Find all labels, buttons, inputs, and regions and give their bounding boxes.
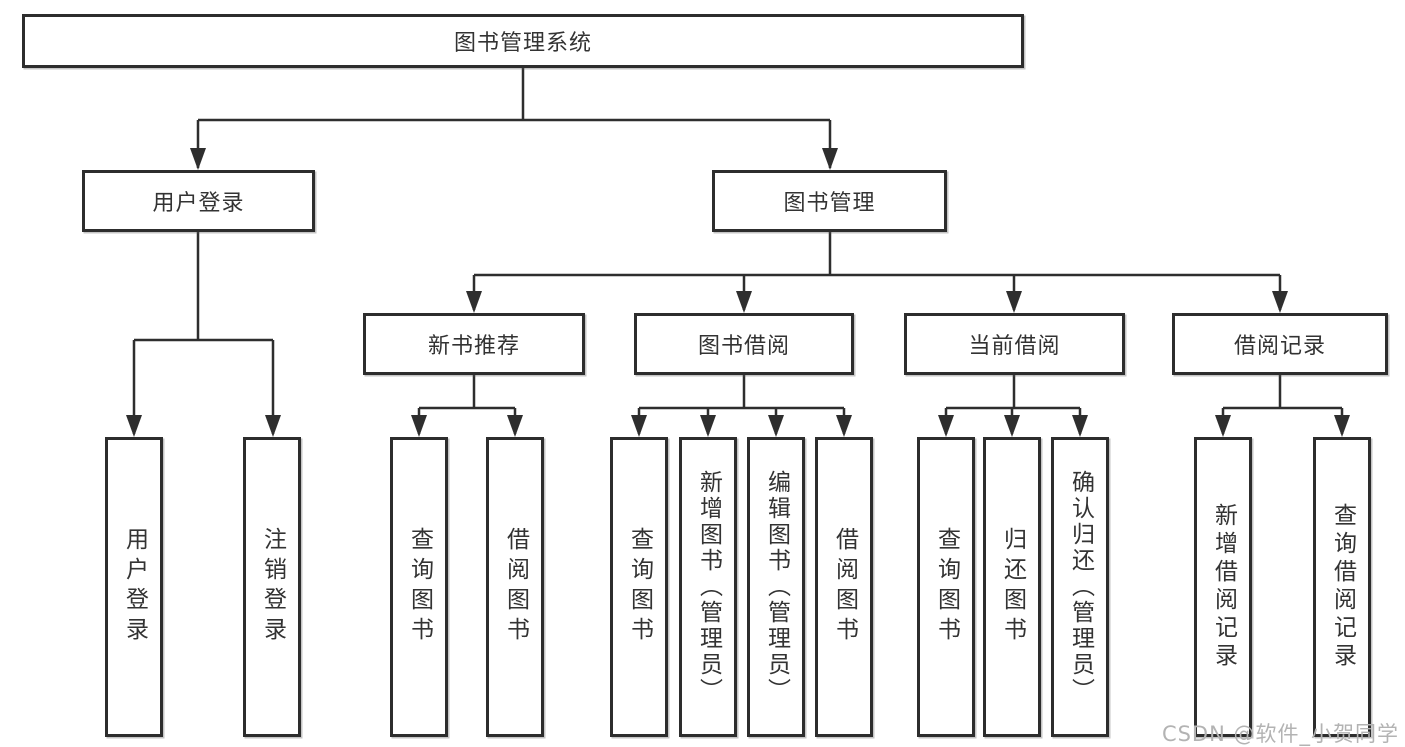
leaf-user-login-label: 用户登录 (121, 527, 148, 647)
node-root: 图书管理系统 (22, 14, 1024, 68)
node-book-management-label: 图书管理 (783, 191, 876, 216)
leaf-query-books-current: 查询图书 (917, 437, 975, 737)
arrowhead (507, 415, 523, 437)
arrowhead (736, 291, 752, 313)
arrowhead (466, 291, 482, 313)
arrowhead (265, 415, 281, 437)
leaf-confirm-return-admin-label: 确认归还（管理员） (1067, 470, 1094, 704)
leaf-query-books-borrowing: 查询图书 (610, 437, 668, 737)
arrowhead (1004, 415, 1020, 437)
arrowhead (836, 415, 852, 437)
leaf-confirm-return-admin: 确认归还（管理员） (1051, 437, 1109, 737)
leaf-add-borrow-record: 新增借阅记录 (1194, 437, 1252, 737)
csdn-watermark: CSDN @软件_小贺同学 (1161, 722, 1399, 746)
arrowhead (631, 415, 647, 437)
arrowhead (938, 415, 954, 437)
arrowhead (126, 415, 142, 437)
leaf-query-books-recommend: 查询图书 (390, 437, 448, 737)
arrowhead (1072, 415, 1088, 437)
node-user-login: 用户登录 (82, 170, 315, 232)
arrowhead (700, 415, 716, 437)
leaf-borrow-books-recommend: 借阅图书 (486, 437, 544, 737)
leaf-logout: 注销登录 (243, 437, 301, 737)
arrowhead (190, 148, 206, 170)
leaf-edit-books-admin: 编辑图书（管理员） (747, 437, 805, 737)
arrowhead (1006, 291, 1022, 313)
node-user-login-label: 用户登录 (152, 191, 245, 216)
arrowhead (1272, 291, 1288, 313)
node-book-management: 图书管理 (712, 170, 947, 232)
node-book-borrowing: 图书借阅 (634, 313, 854, 375)
arrowhead (1334, 415, 1350, 437)
leaf-query-books-borrowing-label: 查询图书 (626, 527, 653, 647)
node-book-borrowing-label: 图书借阅 (697, 334, 790, 359)
node-borrowing-records-label: 借阅记录 (1233, 334, 1326, 359)
leaf-logout-label: 注销登录 (259, 527, 286, 647)
arrowhead (1215, 415, 1231, 437)
arrowhead (411, 415, 427, 437)
arrowhead (822, 148, 838, 170)
leaf-query-books-current-label: 查询图书 (933, 527, 960, 647)
leaf-return-books-label: 归还图书 (999, 527, 1026, 647)
leaf-borrow-books-borrowing-label: 借阅图书 (831, 527, 858, 647)
node-borrowing-records: 借阅记录 (1172, 313, 1388, 375)
arrowhead (768, 415, 784, 437)
leaf-query-borrow-record-label: 查询借阅记录 (1329, 503, 1356, 671)
leaf-edit-books-admin-label: 编辑图书（管理员） (763, 470, 790, 704)
node-root-label: 图书管理系统 (453, 31, 592, 56)
leaf-return-books: 归还图书 (983, 437, 1041, 737)
node-current-borrowing: 当前借阅 (904, 313, 1125, 375)
leaf-query-borrow-record: 查询借阅记录 (1313, 437, 1371, 737)
leaf-query-books-recommend-label: 查询图书 (406, 527, 433, 647)
leaf-borrow-books-recommend-label: 借阅图书 (502, 527, 529, 647)
leaf-user-login: 用户登录 (105, 437, 163, 737)
leaf-add-borrow-record-label: 新增借阅记录 (1210, 503, 1237, 671)
leaf-add-books-admin: 新增图书（管理员） (679, 437, 737, 737)
leaf-add-books-admin-label: 新增图书（管理员） (695, 470, 722, 704)
node-new-book-recommend-label: 新书推荐 (427, 334, 520, 359)
node-new-book-recommend: 新书推荐 (363, 313, 585, 375)
leaf-borrow-books-borrowing: 借阅图书 (815, 437, 873, 737)
node-current-borrowing-label: 当前借阅 (968, 334, 1061, 359)
